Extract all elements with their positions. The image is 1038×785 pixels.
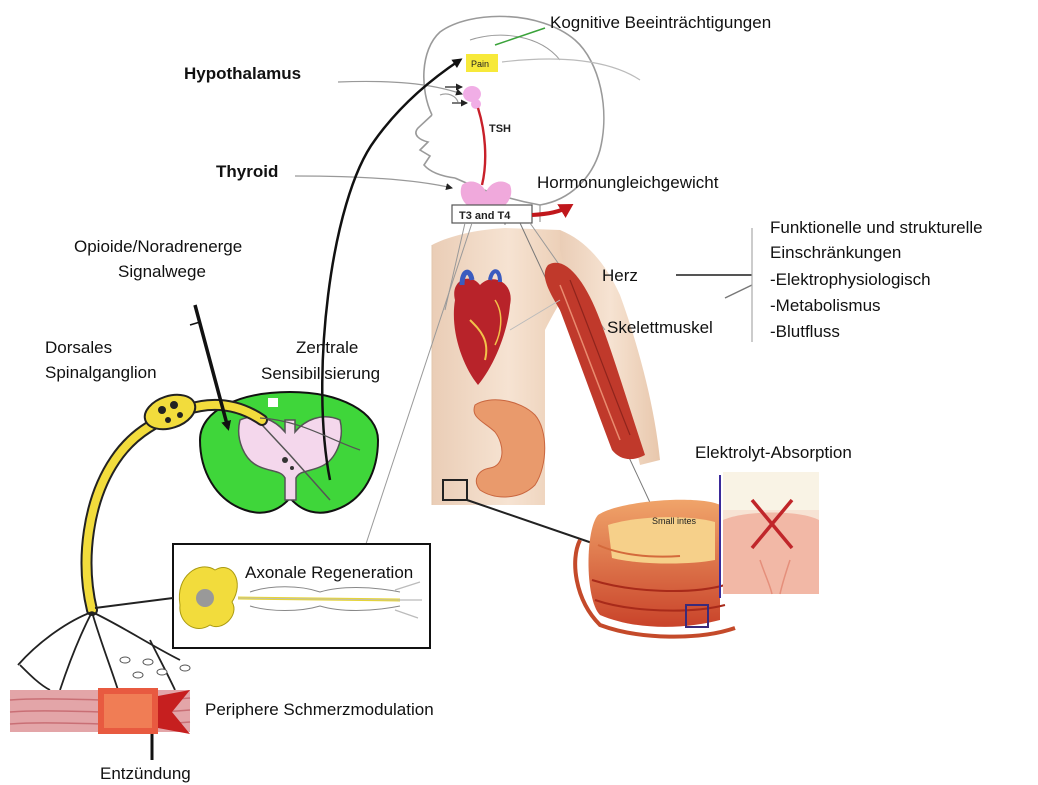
t3t4-label: T3 and T4: [459, 210, 511, 222]
hypothalamus-pointer-line: [338, 81, 462, 94]
hormone-imbalance-label: Hormonungleichgewicht: [537, 173, 719, 192]
peripheral-nerve-endings: [18, 612, 180, 690]
hypothalamus-label: Hypothalamus: [184, 64, 301, 83]
functional-item-electrophysiology: -Elektrophysiologisch: [770, 270, 931, 289]
villi-panel: [723, 472, 819, 594]
opioid-label-line1: Opioide/Noradrenerge: [74, 237, 242, 256]
electrolyte-label: Elektrolyt-Absorption: [695, 443, 852, 462]
pain-grey-line: [502, 59, 640, 80]
skelettmuskel-line: [725, 285, 752, 298]
herz-label: Herz: [602, 266, 638, 285]
pituitary-stalk: [471, 99, 481, 109]
skelettmuskel-label: Skelettmuskel: [607, 318, 713, 337]
axonal-regeneration-label: Axonale Regeneration: [245, 563, 413, 582]
small-intestine-label: Small intes: [652, 516, 697, 526]
cognitive-impairment-label: Kognitive Beeinträchtigungen: [550, 13, 771, 32]
central-sensitization-line2: Sensibilisierung: [261, 364, 380, 383]
functional-title-2: Einschränkungen: [770, 243, 901, 262]
inflammation-label: Entzündung: [100, 764, 191, 783]
tsh-label: TSH: [489, 123, 511, 135]
functional-item-metabolism: -Metabolismus: [770, 296, 881, 315]
drg-label-line1: Dorsales: [45, 338, 112, 357]
drg-label-line2: Spinalganglion: [45, 363, 157, 382]
hormone-arrow: [532, 206, 570, 215]
central-sensitization-line1: Zentrale: [296, 338, 358, 357]
peripheral-tissue: [10, 688, 190, 734]
pain-label: Pain: [471, 59, 489, 69]
tsh-pathway-line: [478, 108, 485, 185]
intestine-illustration: Small intes: [575, 500, 735, 637]
intestine-zoom-line: [467, 500, 598, 545]
drg-to-axonal-line: [95, 598, 173, 608]
peripheral-modulation-label: Periphere Schmerzmodulation: [205, 700, 434, 719]
thyroid-pointer-line: [295, 176, 452, 188]
functional-item-bloodflow: -Blutfluss: [770, 322, 840, 341]
functional-title-1: Funktionelle und strukturelle: [770, 218, 983, 237]
thyroid-label: Thyroid: [216, 162, 278, 181]
opioid-label-line2: Signalwege: [118, 262, 206, 281]
thyroid-gland: [461, 181, 512, 208]
